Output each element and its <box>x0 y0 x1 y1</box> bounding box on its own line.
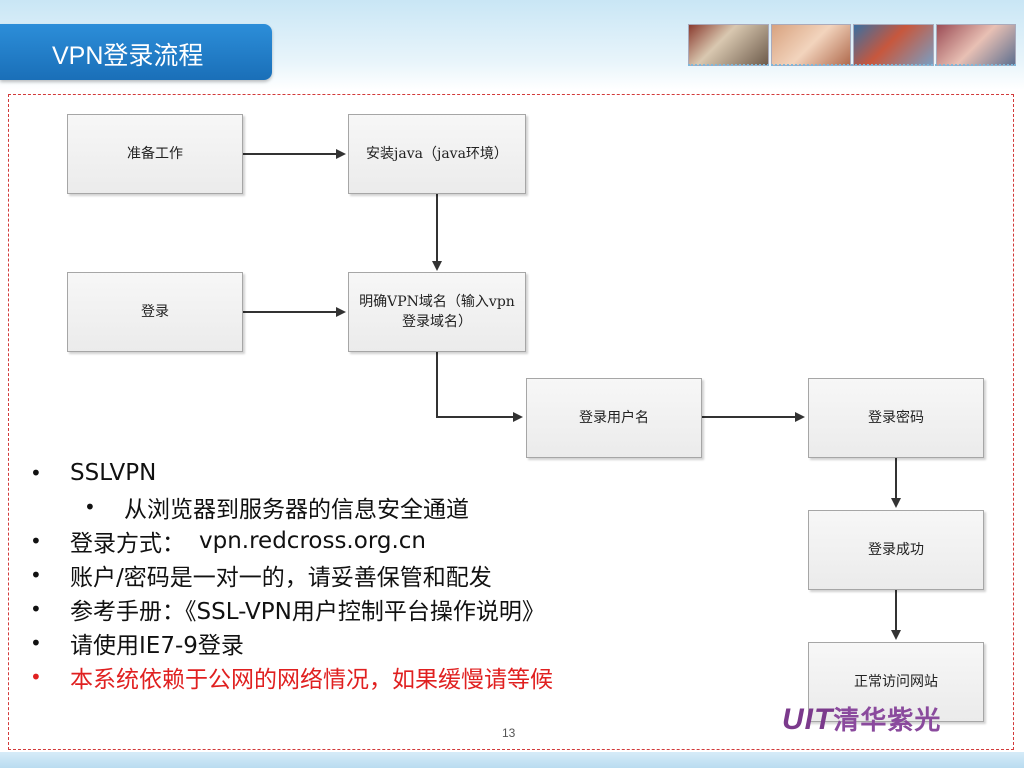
step-login: 登录 <box>67 272 243 352</box>
bullet-login-method: • 登录方式： vpn.redcross.org.cn <box>30 524 553 558</box>
bullet-dot: • <box>30 461 70 485</box>
bullet-text: 账户/密码是一对一的，请妥善保管和配发 <box>70 558 492 592</box>
page-number: 13 <box>502 726 515 740</box>
arrow-domain-to-username <box>437 352 521 417</box>
bullet-text: SSLVPN <box>70 460 156 486</box>
footer-band <box>0 752 1024 768</box>
logo-text-latin: UIT <box>782 703 833 736</box>
step-prepare: 准备工作 <box>67 114 243 194</box>
bullet-manual: • 参考手册：《SSL-VPN用户控制平台操作说明》 <box>30 592 553 626</box>
step-success: 登录成功 <box>808 510 984 590</box>
bullet-text: 参考手册：《SSL-VPN用户控制平台操作说明》 <box>70 592 545 626</box>
bullet-dot: • <box>30 529 70 553</box>
step-install-java: 安装java（java环境） <box>348 114 526 194</box>
bullet-dot: • <box>30 665 70 689</box>
bullet-text: 请使用IE7-9登录 <box>70 626 244 660</box>
bullet-dot: • <box>30 631 70 655</box>
bullet-text: 从浏览器到服务器的信息安全通道 <box>124 490 469 524</box>
step-password: 登录密码 <box>808 378 984 458</box>
company-logo: UIT清华紫光 <box>782 700 1018 734</box>
step-username: 登录用户名 <box>526 378 702 458</box>
bullet-dot: • <box>30 597 70 621</box>
bullet-sslvpn: • SSLVPN <box>30 456 553 490</box>
vpn-url: vpn.redcross.org.cn <box>199 528 426 554</box>
bullet-dot: • <box>84 495 124 519</box>
logo-text-chinese: 清华紫光 <box>833 705 941 735</box>
bullet-label: 登录方式： <box>70 524 185 558</box>
bullet-account: • 账户/密码是一对一的，请妥善保管和配发 <box>30 558 553 592</box>
bullet-sslvpn-sub: • 从浏览器到服务器的信息安全通道 <box>30 490 553 524</box>
bullet-browser: • 请使用IE7-9登录 <box>30 626 553 660</box>
bullet-list: • SSLVPN • 从浏览器到服务器的信息安全通道 • 登录方式： vpn.r… <box>30 456 553 694</box>
bullet-dot: • <box>30 563 70 587</box>
bullet-warning: • 本系统依赖于公网的网络情况，如果缓慢请等候 <box>30 660 553 694</box>
bullet-text: 本系统依赖于公网的网络情况，如果缓慢请等候 <box>70 660 553 694</box>
step-vpn-domain: 明确VPN域名（输入vpn登录域名） <box>348 272 526 352</box>
